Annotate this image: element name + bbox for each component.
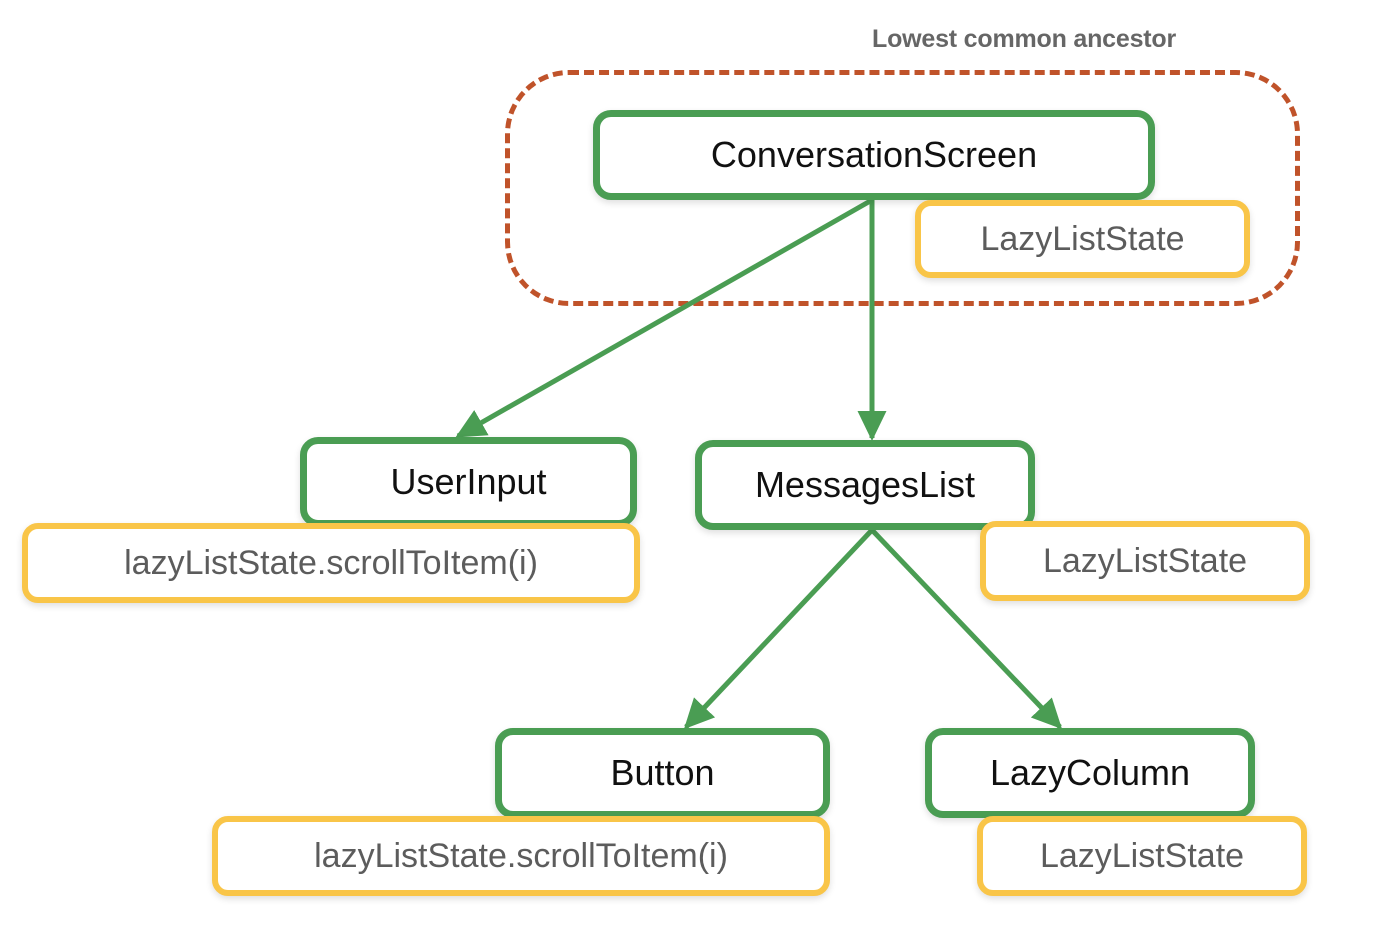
node-label-lazy-column-state: LazyListState [1039,837,1245,875]
node-messages-list-state[interactable]: LazyListState [980,521,1310,601]
lowest-common-ancestor-group [505,70,1300,306]
edge-messageslist-to-button [683,528,874,730]
node-label-button: Button [610,752,715,793]
node-label-conversation-screen-state: LazyListState [980,220,1185,258]
node-label-messages-list-state: LazyListState [1042,542,1248,580]
lowest-common-ancestor-label: Lowest common ancestor [872,25,1176,53]
node-conversation-screen-state[interactable]: LazyListState [915,200,1250,278]
node-messages-list[interactable]: MessagesList [695,440,1035,530]
node-user-input[interactable]: UserInput [300,437,637,527]
node-label-conversation-screen: ConversationScreen [710,134,1038,175]
node-label-user-input: UserInput [390,461,547,502]
node-label-messages-list: MessagesList [754,464,976,505]
node-label-lazy-column: LazyColumn [989,752,1191,793]
node-lazy-column-state[interactable]: LazyListState [977,816,1307,896]
node-label-user-input-state: lazyListState.scrollToItem(i) [124,544,538,582]
node-label-button-state: lazyListState.scrollToItem(i) [314,837,728,875]
node-conversation-screen[interactable]: ConversationScreen [593,110,1155,200]
node-user-input-state[interactable]: lazyListState.scrollToItem(i) [22,523,640,603]
node-lazy-column[interactable]: LazyColumn [925,728,1255,818]
node-button-state[interactable]: lazyListState.scrollToItem(i) [212,816,830,896]
node-button[interactable]: Button [495,728,830,818]
